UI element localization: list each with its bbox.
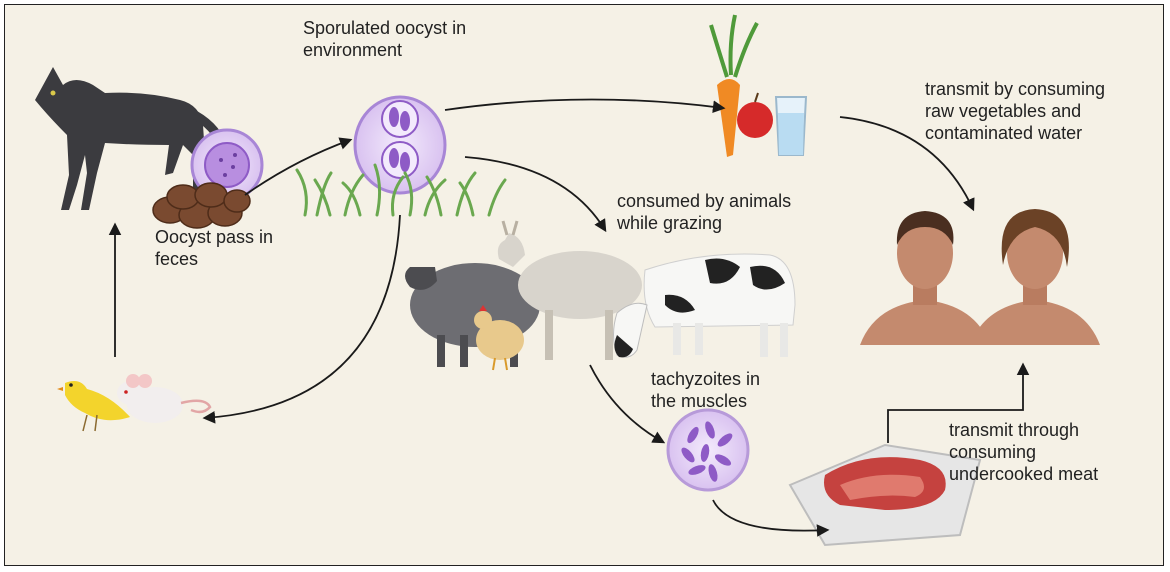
label-line: feces — [155, 249, 199, 269]
grass-icon — [295, 163, 507, 217]
label-transmit-meat: transmit through consuming undercooked m… — [949, 419, 1098, 485]
label-line: Oocyst pass in — [155, 227, 274, 247]
water-glass-icon — [774, 96, 808, 156]
label-line: the muscles — [651, 391, 748, 411]
carrot-icon — [709, 14, 759, 157]
cow-icon — [613, 253, 796, 358]
arrow-tachyzoites-to-meat — [712, 499, 830, 537]
label-line: consumed by animals — [617, 191, 792, 211]
label-line: tachyzoites in — [651, 369, 761, 389]
label-consumed-by-animals: consumed by animals while grazing — [617, 190, 791, 234]
label-line: while grazing — [617, 213, 723, 233]
goat-icon — [497, 220, 642, 360]
arrow-oocyst-to-vegetables — [444, 98, 726, 113]
label-line: undercooked meat — [949, 464, 1099, 484]
arrow-animals-to-tachyzoites — [589, 364, 666, 444]
label-line: transmit through — [949, 420, 1080, 440]
mouse-icon — [117, 374, 212, 423]
label-oocyst-pass: Oocyst pass in feces — [155, 226, 273, 270]
tachyzoite-cyst-icon — [666, 408, 750, 492]
arrow-meat-to-humans — [887, 362, 1030, 443]
label-line: Sporulated oocyst in — [303, 18, 467, 38]
label-line: raw vegetables and — [925, 101, 1082, 121]
arrow-vegetables-to-humans — [839, 116, 975, 212]
arrow-oocyst-to-mouse — [202, 214, 401, 424]
label-line: contaminated water — [925, 123, 1083, 143]
label-transmit-vegetables: transmit by consuming raw vegetables and… — [925, 78, 1105, 144]
label-tachyzoites: tachyzoites in the muscles — [651, 368, 760, 412]
label-line: consuming — [949, 442, 1037, 462]
arrow-feces-to-oocyst — [244, 137, 353, 196]
lifecycle-diagram — [35, 14, 1100, 547]
label-line: transmit by consuming — [925, 79, 1106, 99]
humans-icon — [860, 209, 1100, 345]
chicken-icon — [474, 305, 524, 371]
diagram-frame: Sporulated oocyst in environment Oocyst … — [4, 4, 1164, 566]
apple-icon — [737, 92, 773, 138]
feces-icon — [152, 182, 251, 229]
arrow-oocyst-to-animals — [464, 156, 607, 233]
label-sporulated-oocyst: Sporulated oocyst in environment — [303, 17, 466, 61]
lifecycle-arrows — [108, 98, 1030, 537]
bird-icon — [57, 381, 130, 432]
label-line: environment — [303, 40, 403, 60]
